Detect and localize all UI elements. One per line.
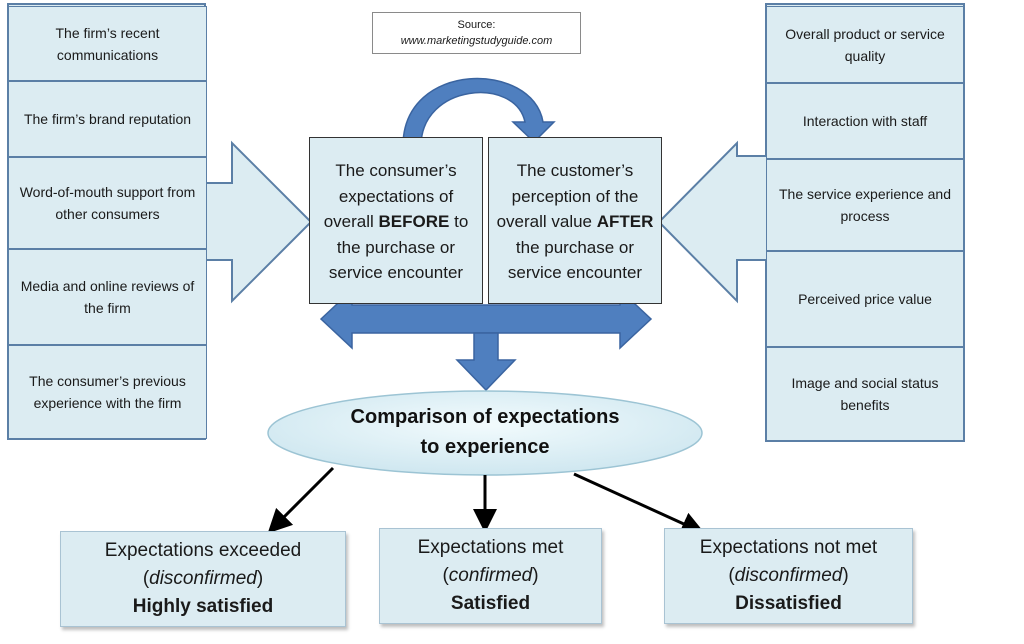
outcome-met-status: (confirmed) xyxy=(442,565,539,586)
outcome-met-status-text: confirmed xyxy=(448,565,533,586)
left-factor-4-label: Media and online reviews of the firm xyxy=(20,278,195,316)
expectations-before-box: The consumer’s expectations of overall B… xyxy=(309,137,483,304)
right-factor-2: Interaction with staff xyxy=(766,83,964,159)
outcome-met-result: Satisfied xyxy=(450,593,531,614)
outcome-not-met-status: (disconfirmed) xyxy=(728,565,849,586)
right-factor-3-label: The service experience and process xyxy=(779,186,951,224)
comparison-line-2: to experience xyxy=(420,436,550,458)
before-emphasis: BEFORE xyxy=(378,212,450,231)
outcome-met: Expectations met (confirmed) Satisfied xyxy=(379,528,602,624)
outcome-not-met-status-text: disconfirmed xyxy=(734,565,843,586)
down-arrow xyxy=(455,332,517,392)
arrow-to-not-met xyxy=(573,472,706,535)
right-factor-4: Perceived price value xyxy=(766,251,964,347)
right-factor-2-label: Interaction with staff xyxy=(802,113,928,129)
outcome-exceeded-result: Highly satisfied xyxy=(132,596,274,617)
outcome-exceeded-line1: Expectations exceeded xyxy=(104,540,302,561)
left-factor-1: The firm’s recent communications xyxy=(8,6,207,81)
curved-arrow xyxy=(402,77,556,147)
outcome-not-met: Expectations not met (disconfirmed) Diss… xyxy=(664,528,913,624)
outcome-not-met-result: Dissatisfied xyxy=(735,593,842,614)
right-factor-5-label: Image and social status benefits xyxy=(791,375,939,413)
outcome-exceeded: Expectations exceeded (disconfirmed) Hig… xyxy=(60,531,346,627)
after-text-post: the purchase or service encounter xyxy=(507,237,643,283)
left-factor-5: The consumer’s previous experience with … xyxy=(8,345,207,439)
outcome-exceeded-status: (disconfirmed) xyxy=(142,568,264,589)
right-factor-1-label: Overall product or service quality xyxy=(785,25,945,64)
right-factor-1: Overall product or service quality xyxy=(766,6,964,83)
comparison-label: Comparison of expectations to experience xyxy=(300,402,670,462)
left-factor-3-label: Word-of-mouth support from other consume… xyxy=(19,184,196,222)
after-text-pre: The customer’s perception of the overall… xyxy=(496,161,639,231)
left-factor-3: Word-of-mouth support from other consume… xyxy=(8,157,207,249)
perception-after-box: The customer’s perception of the overall… xyxy=(488,137,662,304)
right-factor-4-label: Perceived price value xyxy=(798,291,932,307)
left-factor-5-label: The consumer’s previous experience with … xyxy=(29,373,186,411)
source-box: Source: www.marketingstudyguide.com xyxy=(372,12,581,54)
source-url: www.marketingstudyguide.com xyxy=(400,35,553,47)
arrow-to-exceeded xyxy=(267,466,335,534)
before-text-post: to the purchase or service encounter xyxy=(328,212,469,282)
outcome-exceeded-status-text: disconfirmed xyxy=(149,568,257,589)
right-factor-5: Image and social status benefits xyxy=(766,347,964,441)
after-emphasis: AFTER xyxy=(596,212,654,231)
outcome-met-line1: Expectations met xyxy=(417,537,564,558)
comparison-line-1: Comparison of expectations xyxy=(350,406,620,428)
outcome-not-met-line1: Expectations not met xyxy=(699,537,878,558)
right-factor-3: The service experience and process xyxy=(766,159,964,251)
left-factor-4: Media and online reviews of the firm xyxy=(8,249,207,345)
before-text-pre: The consumer’s expectations of overall xyxy=(323,161,457,231)
left-factor-2: The firm’s brand reputation xyxy=(8,81,207,157)
left-factor-1-label: The firm’s recent communications xyxy=(55,24,160,63)
left-factor-2-label: The firm’s brand reputation xyxy=(23,111,192,127)
source-label: Source: xyxy=(457,19,496,31)
